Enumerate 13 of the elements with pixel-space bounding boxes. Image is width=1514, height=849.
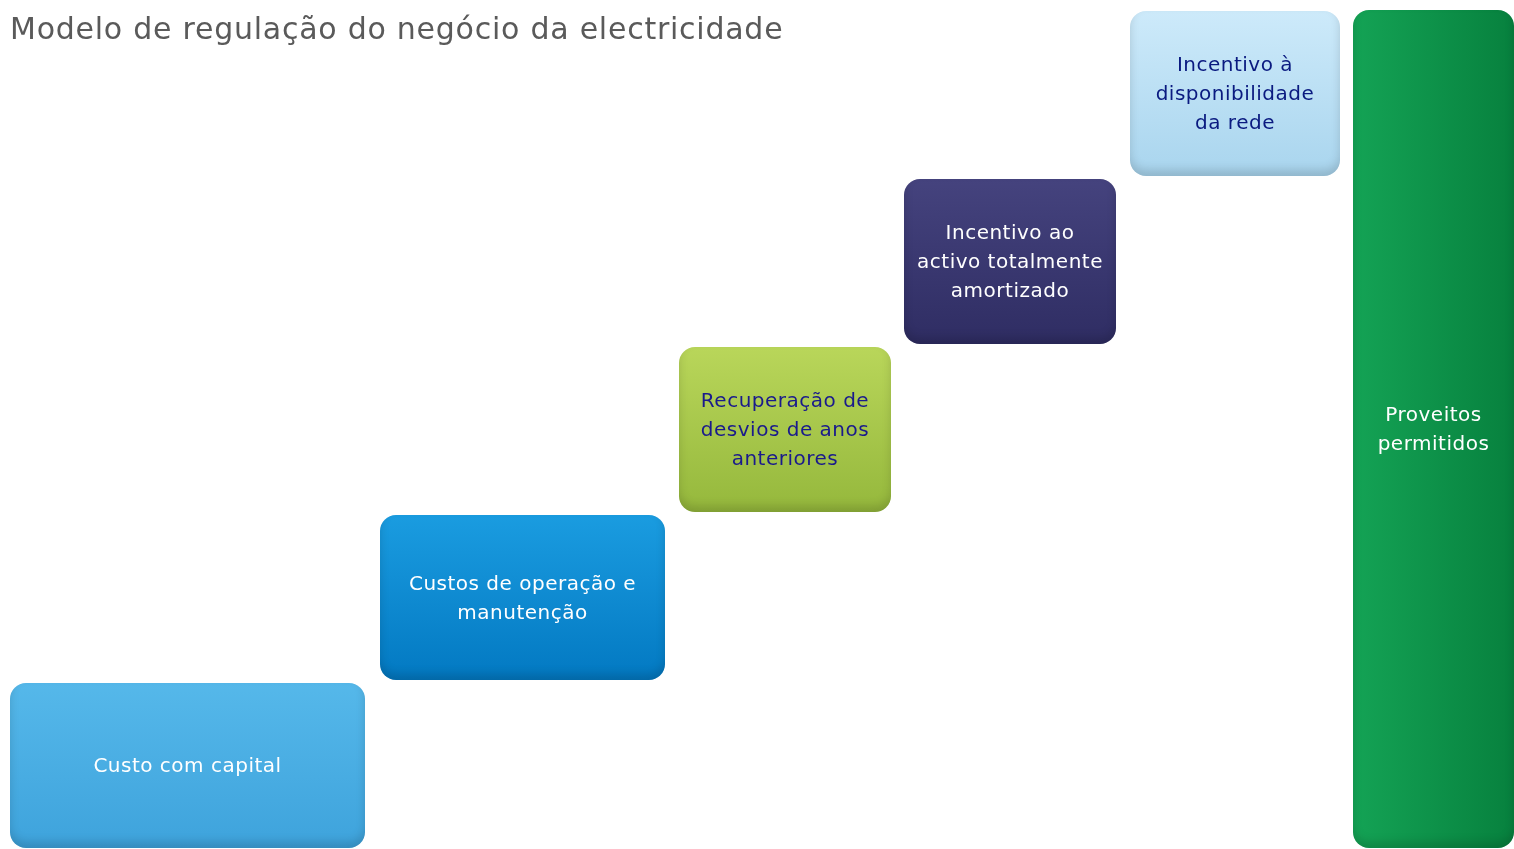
step-box: [1353, 10, 1514, 848]
step-box: [679, 347, 891, 512]
step-box: [1130, 11, 1340, 176]
step-label: Custo com capital: [93, 752, 282, 779]
step-label: Incentivo à disponibilidade da rede: [1154, 51, 1316, 136]
step-label: Recuperação de desvios de anos anteriores: [699, 387, 871, 472]
step-label: Proveitos permitidos: [1376, 401, 1491, 457]
step-label: Incentivo ao activo totalmente amortizado: [916, 219, 1104, 304]
step-box: [380, 515, 665, 680]
diagram-title: Modelo de regulação do negócio da electricidade: [10, 10, 784, 48]
step-box: [10, 683, 365, 848]
step-box: [904, 179, 1116, 344]
step-label: Custos de operação e manutenção: [407, 569, 638, 626]
